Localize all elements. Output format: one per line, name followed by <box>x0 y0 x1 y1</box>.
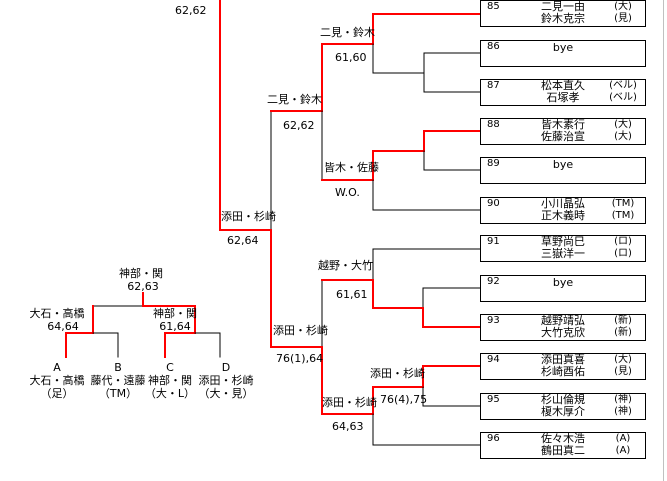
player-name: 佐々木浩 <box>541 432 585 445</box>
score-label: 61,60 <box>335 51 367 64</box>
score-label: W.O. <box>335 186 360 199</box>
player-club: (ロ) <box>614 236 632 247</box>
bye-label: bye <box>552 41 574 54</box>
block-club: （大・見） <box>198 387 254 400</box>
player-club: (大) <box>614 131 632 142</box>
winner-label: 添田・杉崎 <box>370 367 425 380</box>
player-name: 三嶽洋一 <box>541 247 585 260</box>
entry-box: 87 松本直久 (ベル) 石塚孝 (ベル) <box>480 79 646 106</box>
player-club: (新) <box>614 315 632 326</box>
score-label: 64,63 <box>332 420 364 433</box>
winner-label: 添田・杉崎 <box>273 324 328 337</box>
entry-number: 94 <box>487 354 500 365</box>
winner-label: 二見・鈴木 <box>320 26 375 39</box>
entry-box: 90 小川晶弘 (TM) 正木義時 (TM) <box>480 197 646 224</box>
bye-label: bye <box>552 158 574 171</box>
entry-number: 96 <box>487 433 500 444</box>
entry-number: 85 <box>487 1 500 12</box>
player-club: (大) <box>614 119 632 130</box>
entry-box: 96 佐々木浩 (A) 鶴田真二 (A) <box>480 432 646 459</box>
winner-label: 皆木・佐藤 <box>324 161 379 174</box>
winner-label: 添田・杉崎 <box>322 396 377 409</box>
entry-number: 88 <box>487 119 500 130</box>
block-pair: 藤代・遠藤 <box>90 374 146 387</box>
player-name: 正木義時 <box>541 209 585 222</box>
player-name: 鈴木克宗 <box>541 12 585 25</box>
player-club: (TM) <box>611 198 635 209</box>
player-club: (新) <box>614 327 632 338</box>
final-score: 62,63 <box>127 280 159 293</box>
score-label: 76(4),75 <box>380 393 428 406</box>
window-edge <box>663 0 664 481</box>
player-name: 松本直久 <box>541 79 585 92</box>
entry-number: 92 <box>487 276 500 287</box>
player-name: 大竹克欣 <box>541 326 585 339</box>
player-name: 添田真喜 <box>541 353 585 366</box>
player-club: (見) <box>614 366 632 377</box>
winner-label: 越野・大竹 <box>318 259 373 272</box>
entry-number: 87 <box>487 80 500 91</box>
player-club: (ベル) <box>609 92 637 103</box>
score-label: 62,64 <box>227 234 259 247</box>
entry-box: 86 bye <box>480 40 646 67</box>
entry-number: 90 <box>487 198 500 209</box>
entry-number: 95 <box>487 394 500 405</box>
player-club: (神) <box>614 394 632 405</box>
entry-box: 92 bye <box>480 275 646 302</box>
entry-box: 95 杉山倫規 (神) 榎木厚介 (神) <box>480 393 646 420</box>
block-letter: B <box>114 361 122 374</box>
player-club: (ベル) <box>609 80 637 91</box>
semi-score: 61,64 <box>159 320 191 333</box>
player-name: 草野尚巳 <box>541 235 585 248</box>
entry-number: 93 <box>487 315 500 326</box>
player-name: 越野靖弘 <box>541 314 585 327</box>
top-score: 62,62 <box>175 4 207 17</box>
score-label: 62,62 <box>283 119 315 132</box>
winner-label: 二見・鈴木 <box>267 93 322 106</box>
block-club: （TM） <box>98 387 138 400</box>
winner-label: 添田・杉崎 <box>221 210 276 223</box>
player-name: 二見一由 <box>541 0 585 13</box>
block-club: （足） <box>40 387 74 400</box>
bye-label: bye <box>552 276 574 289</box>
semi-winner: 大石・高橋 <box>29 307 85 320</box>
block-letter: A <box>53 361 61 374</box>
player-name: 石塚孝 <box>546 91 580 104</box>
entry-number: 89 <box>487 158 500 169</box>
player-name: 佐藤治宣 <box>541 130 585 143</box>
player-club: (大) <box>614 1 632 12</box>
entry-box: 94 添田真喜 (大) 杉崎酉佑 (見) <box>480 353 646 380</box>
entry-box: 93 越野靖弘 (新) 大竹克欣 (新) <box>480 314 646 341</box>
semi-score: 64,64 <box>47 320 79 333</box>
block-letter: C <box>166 361 174 374</box>
player-club: (TM) <box>611 210 635 221</box>
player-name: 皆木素行 <box>541 118 585 131</box>
entry-box: 85 二見一由 (大) 鈴木克宗 (見) <box>480 0 646 27</box>
entry-box: 88 皆木素行 (大) 佐藤治宣 (大) <box>480 118 646 145</box>
entry-number: 86 <box>487 41 500 52</box>
player-name: 杉山倫規 <box>541 393 585 406</box>
player-club: (見) <box>614 13 632 24</box>
player-club: (神) <box>614 406 632 417</box>
semi-winner: 神部・関 <box>153 307 197 320</box>
block-club: （大・L） <box>144 387 196 400</box>
final-winner: 神部・関 <box>119 267 163 280</box>
player-club: (ロ) <box>614 248 632 259</box>
block-pair: 添田・杉崎 <box>198 374 254 387</box>
player-name: 鶴田真二 <box>541 444 585 457</box>
score-label: 76(1),64 <box>276 352 324 365</box>
block-pair: 神部・関 <box>148 374 192 387</box>
entry-number: 91 <box>487 236 500 247</box>
player-name: 榎木厚介 <box>541 405 585 418</box>
score-label: 61,61 <box>336 288 368 301</box>
entry-box: 91 草野尚巳 (ロ) 三嶽洋一 (ロ) <box>480 235 646 262</box>
block-pair: 大石・高橋 <box>29 374 85 387</box>
block-letter: D <box>221 361 231 374</box>
player-club: (大) <box>614 354 632 365</box>
player-name: 小川晶弘 <box>541 197 585 210</box>
player-name: 杉崎酉佑 <box>541 365 585 378</box>
entry-box: 89 bye <box>480 157 646 184</box>
player-club: (A) <box>615 445 631 456</box>
player-club: (A) <box>615 433 631 444</box>
